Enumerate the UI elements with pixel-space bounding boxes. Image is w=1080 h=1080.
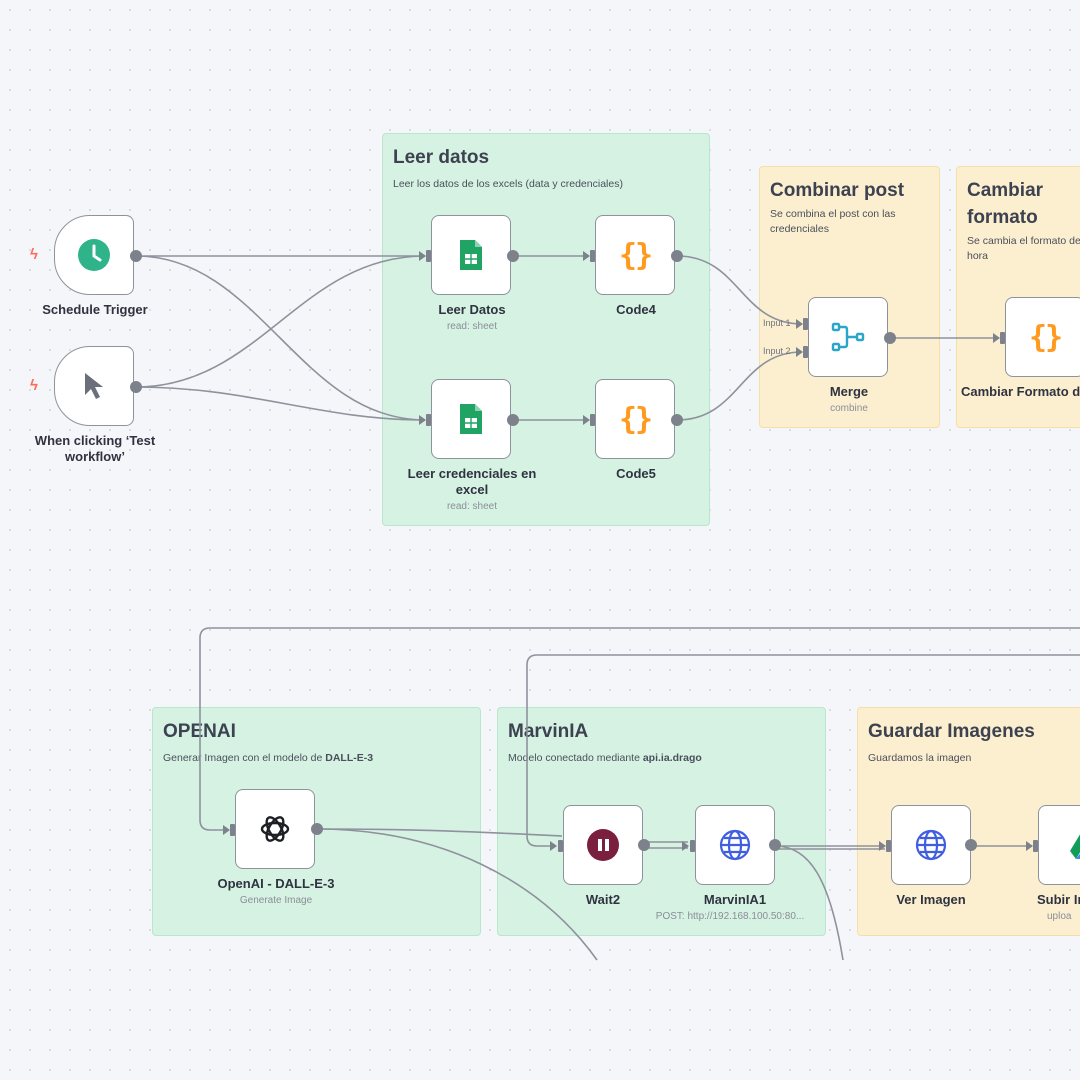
code-braces-icon: {}: [1028, 319, 1063, 355]
sticky-description: Se cambia el formato de la hora: [967, 235, 1080, 262]
input-port[interactable]: [590, 414, 595, 426]
sticky-description: Generar Imagen con el modelo de DALL-E-3: [163, 752, 374, 764]
output-port[interactable]: [671, 414, 683, 426]
node-ver-imagen[interactable]: [891, 805, 971, 885]
node-leer-datos[interactable]: [431, 215, 511, 295]
sticky-title: OPENAI: [163, 721, 236, 742]
input-port[interactable]: [1000, 332, 1005, 344]
output-port[interactable]: [507, 250, 519, 262]
input-port[interactable]: [690, 840, 695, 852]
output-port[interactable]: [769, 839, 781, 851]
output-port[interactable]: [130, 381, 142, 393]
node-wait2[interactable]: [563, 805, 643, 885]
google-sheets-icon: [458, 402, 484, 436]
sticky-description: Se combina el post con las credenciales: [770, 208, 896, 235]
node-label: MarvinIA1 POST: http://192.168.100.50:80…: [655, 892, 805, 922]
input-port[interactable]: [426, 250, 431, 262]
sticky-title: Leer datos: [393, 147, 490, 168]
node-manual-trigger[interactable]: [54, 346, 134, 426]
node-marvinia1[interactable]: [695, 805, 775, 885]
output-port[interactable]: [884, 332, 896, 344]
node-label: Cambiar Formato d: [961, 384, 1080, 399]
node-label: Schedule Trigger: [42, 302, 148, 317]
openai-icon: [258, 812, 292, 846]
sticky-description: Modelo conectado mediante api.ia.drago: [508, 752, 702, 764]
globe-icon: [914, 828, 948, 862]
input-port[interactable]: [230, 824, 235, 836]
trigger-bolt-icon: ϟ: [30, 246, 38, 263]
merge-input1-label: Input 1: [763, 318, 791, 328]
output-port[interactable]: [130, 250, 142, 262]
sticky-title: Guardar Imagenes: [868, 721, 1035, 742]
node-label: Wait2: [585, 892, 621, 907]
node-label: OpenAI - DALL-E-3 Generate Image: [217, 876, 335, 906]
google-sheets-icon: [458, 238, 484, 272]
node-label: Merge combine: [829, 384, 869, 414]
node-label: Code4: [616, 302, 656, 317]
code-braces-icon: {}: [618, 237, 653, 273]
node-merge[interactable]: [808, 297, 888, 377]
sticky-description: Leer los datos de los excels (data y cre…: [393, 178, 623, 190]
code-braces-icon: {}: [618, 401, 653, 437]
node-label: Code5: [616, 466, 656, 481]
sticky-title: MarvinIA: [508, 721, 589, 742]
output-port[interactable]: [965, 839, 977, 851]
output-port[interactable]: [311, 823, 323, 835]
pause-icon: [586, 828, 620, 862]
node-label: Subir In uploa: [1037, 892, 1080, 922]
node-label: Leer credenciales en excel read: sheet: [407, 466, 537, 512]
node-leer-credenciales[interactable]: [431, 379, 511, 459]
clock-icon: [77, 238, 111, 272]
input-port[interactable]: [426, 414, 431, 426]
globe-icon: [718, 828, 752, 862]
input-port[interactable]: [803, 346, 808, 358]
node-label: When clicking ‘Test workflow’: [34, 433, 156, 464]
node-code4[interactable]: {}: [595, 215, 675, 295]
cursor-icon: [81, 371, 107, 401]
node-code5[interactable]: {}: [595, 379, 675, 459]
node-openai-dalle[interactable]: [235, 789, 315, 869]
node-label: Ver Imagen: [896, 892, 966, 907]
output-port[interactable]: [671, 250, 683, 262]
input-port[interactable]: [558, 840, 563, 852]
sticky-title: Cambiar formato: [967, 180, 1044, 228]
input-port[interactable]: [1033, 840, 1038, 852]
input-port[interactable]: [803, 318, 808, 330]
node-schedule-trigger[interactable]: [54, 215, 134, 295]
merge-input2-label: Input 2: [763, 346, 791, 356]
sticky-leer-datos[interactable]: Leer datos Leer los datos de los excels …: [382, 133, 710, 526]
input-port[interactable]: [886, 840, 891, 852]
node-label: Leer Datos read: sheet: [438, 302, 506, 332]
output-port[interactable]: [507, 414, 519, 426]
output-port[interactable]: [638, 839, 650, 851]
sticky-title: Combinar post: [770, 180, 905, 201]
input-port[interactable]: [590, 250, 595, 262]
sticky-description: Guardamos la imagen: [868, 752, 972, 764]
trigger-bolt-icon: ϟ: [30, 377, 38, 394]
node-subir-imagen[interactable]: [1038, 805, 1080, 885]
node-cambiar-formato[interactable]: {}: [1005, 297, 1080, 377]
google-drive-icon: [1070, 829, 1080, 861]
merge-icon: [831, 322, 865, 352]
